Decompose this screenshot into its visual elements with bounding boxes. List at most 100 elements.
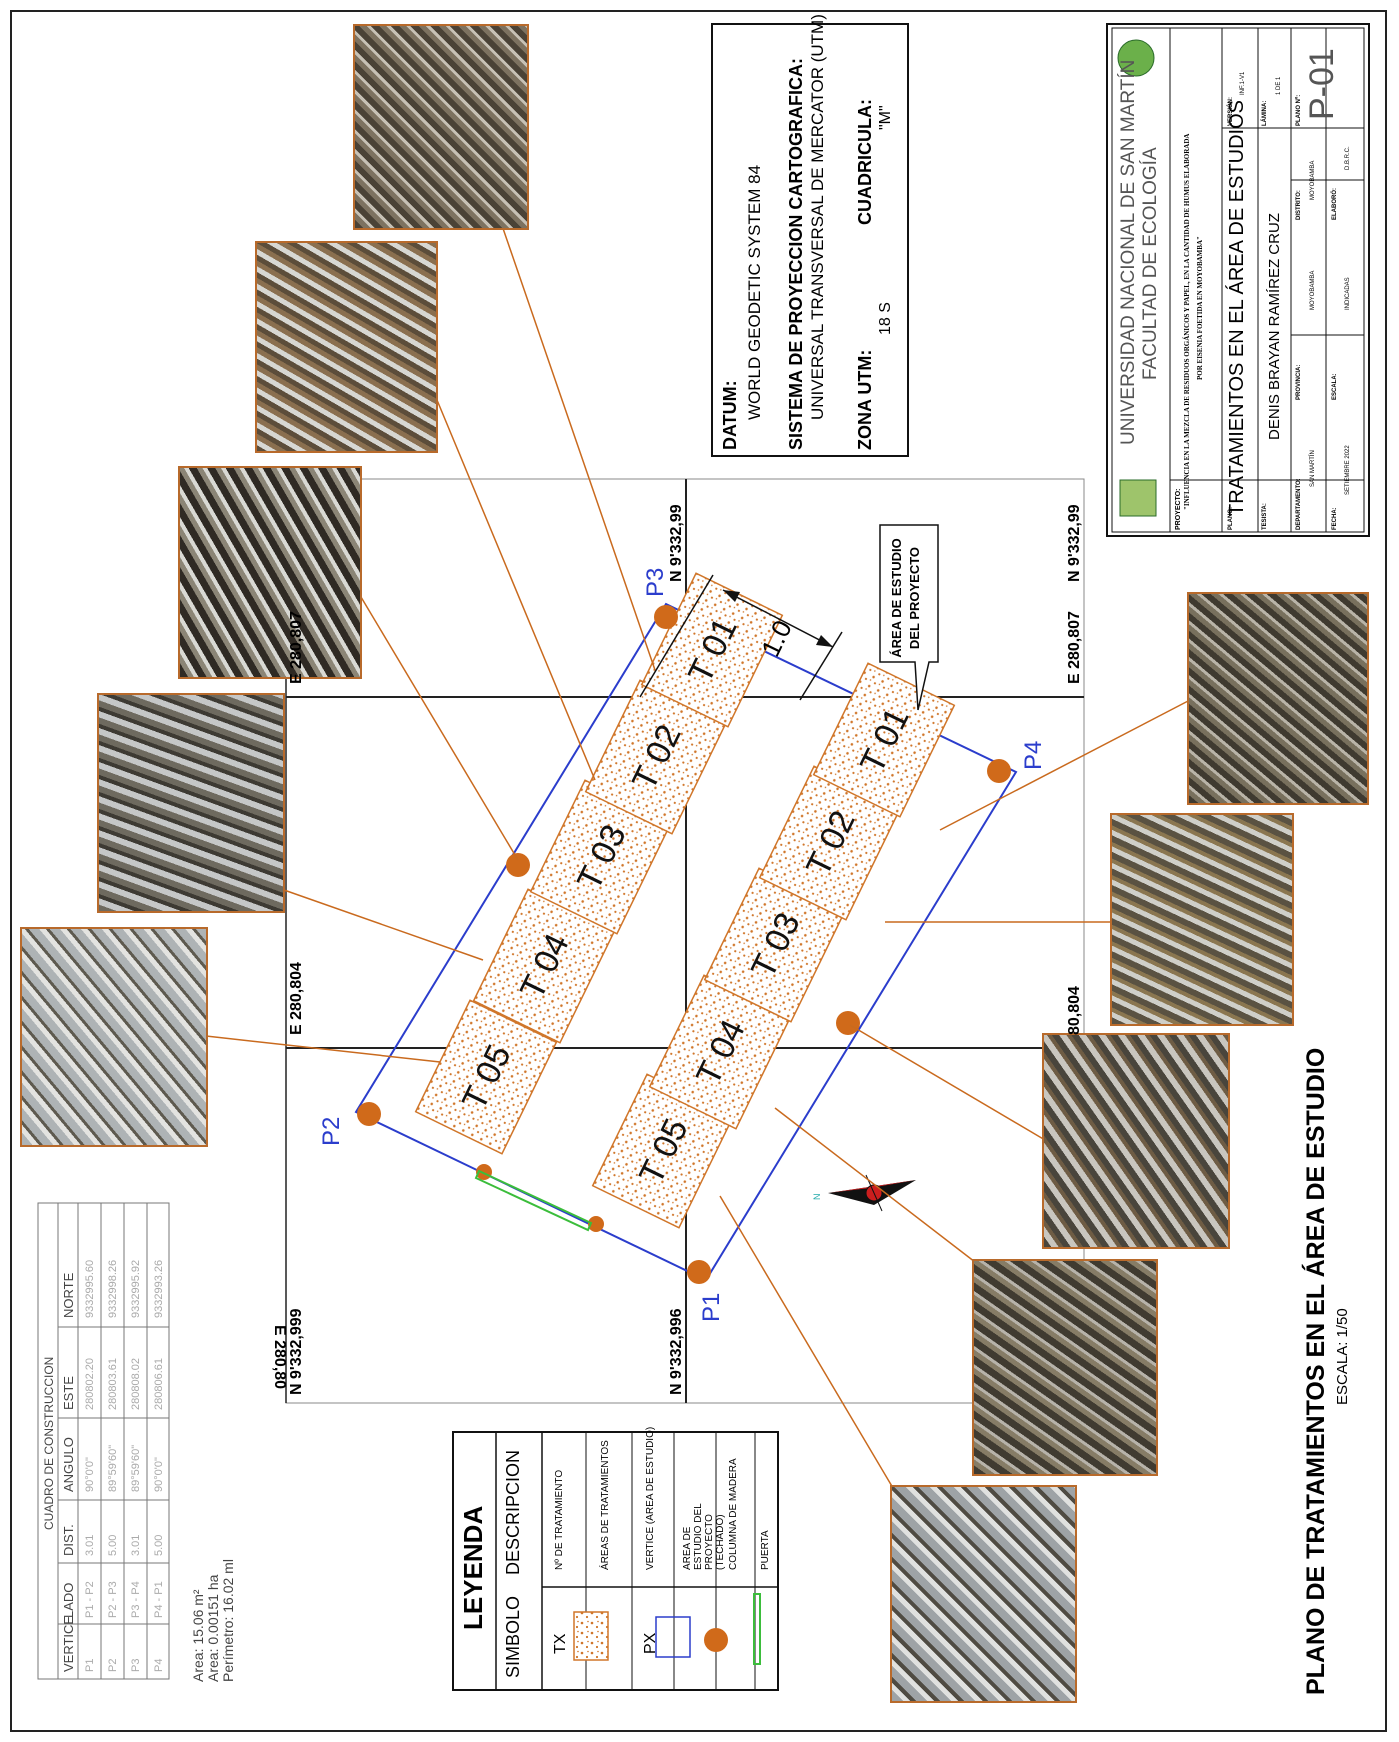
legend-desc-1: ÁREAS DE TRATAMIENTOS xyxy=(600,1440,611,1570)
photo-t05-row-a xyxy=(20,927,208,1147)
construction-table-title: CUADRO DE CONSTRUCCION xyxy=(42,1356,56,1530)
construction-table-cell: 89°59'60" xyxy=(107,1444,119,1492)
construction-table-header: LADO xyxy=(61,1582,76,1618)
project-line-1: "INFLUENCIA EN LA MEZCLA DE RESIDUOS ORG… xyxy=(1183,133,1191,510)
column-marker xyxy=(687,1260,711,1284)
treatment-row-a: T 05T 04T 03T 02T 01 xyxy=(414,572,784,1155)
construction-table-cell: 280803.61 xyxy=(107,1358,119,1410)
title-block xyxy=(1106,23,1370,537)
construction-table-cell: 90°0'0" xyxy=(153,1457,165,1492)
legend-symbol-tx: TX xyxy=(552,1633,569,1654)
construction-table-cell: P4 xyxy=(153,1658,165,1672)
column-marker xyxy=(836,1011,860,1035)
grid-value: "M" xyxy=(877,105,894,130)
grid-label-n-bottom-left: N 9'332,996 xyxy=(668,1308,685,1395)
photo-t03-row-a xyxy=(178,466,362,679)
construction-table-cell: 9332995.60 xyxy=(84,1259,96,1318)
column-marker xyxy=(987,759,1011,783)
thesis-label: TESISTA: xyxy=(1262,503,1268,530)
scale-value: INDICADAS xyxy=(1345,277,1351,310)
photo-t03-row-b xyxy=(1042,1033,1230,1249)
photo-t05-row-b xyxy=(890,1485,1077,1703)
construction-table-header: ESTE xyxy=(61,1376,76,1410)
construction-table-cell: 280806.61 xyxy=(153,1358,165,1410)
treatment-plot: T 05 xyxy=(591,1073,735,1229)
department-label: DEPARTAMENTO: xyxy=(1296,478,1302,530)
utm-zone-value: 18 S xyxy=(877,302,894,335)
photo-t01-row-b xyxy=(1187,592,1369,805)
construction-table-cell: P1 xyxy=(84,1658,96,1672)
area-ha: Area: 0.00151 ha xyxy=(205,1574,221,1682)
construction-table-cell: 89°59'60" xyxy=(130,1444,142,1492)
legend-swatch-treatment xyxy=(573,1611,609,1661)
sheet-frame xyxy=(10,10,1387,1732)
grid-label-e-left: E 280,80 xyxy=(271,1325,288,1390)
north-label: N xyxy=(812,1193,822,1201)
province-label: PROVINCIA: xyxy=(1296,364,1302,400)
drawn-label: ELABORÓ: xyxy=(1332,188,1338,220)
university-name: UNIVERSIDAD NACIONAL DE SAN MARTÍN xyxy=(1118,59,1139,445)
photo-t01-row-a xyxy=(353,24,529,230)
photo-t02-row-a xyxy=(255,241,438,453)
datum-box xyxy=(711,23,909,457)
construction-table-header: VERTICE xyxy=(61,1615,76,1672)
legend-table xyxy=(452,1431,779,1691)
grid-label-n-bottom-right: N 9'332,99 xyxy=(1066,504,1083,582)
utm-zone-label: ZONA UTM: xyxy=(855,349,875,450)
construction-table-cell: 5.00 xyxy=(107,1534,119,1556)
plan-title: TRATAMIENTOS EN EL ÁREA DE ESTUDIOS xyxy=(1226,99,1248,516)
callout-text: ÁREA DE ESTUDIO DEL PROYECTO xyxy=(889,538,922,658)
construction-table-cell: 9332998.26 xyxy=(107,1259,119,1318)
grid-label-e-right-left: E 280,807 xyxy=(288,611,305,684)
column-marker xyxy=(357,1102,381,1126)
construction-table-cell: P2 xyxy=(107,1658,119,1672)
grid-label: CUADRICULA: xyxy=(855,99,875,225)
plan-number: P-01 xyxy=(1303,48,1341,120)
department-value: SAN MARTÍN xyxy=(1310,450,1316,487)
legend-col-description: DESCRIPCION xyxy=(503,1449,523,1575)
photo-t04-row-b xyxy=(972,1259,1158,1476)
vertex-label-p1: P1 xyxy=(698,1292,725,1322)
main-title: PLANO DE TRATAMIENTOS EN EL ÁREA DE ESTU… xyxy=(1302,1047,1330,1695)
vertex-label-p2: P2 xyxy=(318,1116,345,1146)
column-marker xyxy=(506,853,530,877)
treatment-plot: T 02 xyxy=(584,679,728,835)
legend-symbol-px: PX xyxy=(642,1632,659,1654)
construction-table-cell: P4 - P1 xyxy=(153,1581,165,1618)
construction-table-cell: 90°0'0" xyxy=(84,1457,96,1492)
version-value: INF.1-V1 xyxy=(1240,71,1246,95)
vertex-label-p4: P4 xyxy=(1020,740,1047,770)
construction-table-header: ANGULO xyxy=(61,1437,76,1492)
legend-desc-2: VERTICE (AREA DE ESTUDIO) xyxy=(645,1426,656,1570)
date-value: SETIEMBRE 2022 xyxy=(1345,445,1351,495)
study-area-boundary xyxy=(354,602,1018,1282)
author-name: DENIS BRAYAN RAMÍREZ CRUZ xyxy=(1266,213,1283,440)
legend-desc-0: Nº DE TRATAMIENTO xyxy=(554,1469,565,1570)
legend-desc-4: COLUMNA DE MADERA xyxy=(728,1458,739,1570)
treatment-plot: T 01 xyxy=(640,572,784,728)
sheet-label: LÁMINA: xyxy=(1262,100,1268,126)
construction-table-cell: P3 xyxy=(130,1658,142,1672)
treatment-plot-area xyxy=(414,999,558,1155)
treatment-plot: T 02 xyxy=(758,765,902,921)
grid-label-n-top-left: N 9'332,999 xyxy=(288,1308,305,1395)
study-area-callout xyxy=(879,524,939,711)
column-marker xyxy=(588,1216,604,1232)
treatment-plot: T 04 xyxy=(472,888,616,1044)
construction-table-cell: 9332993.26 xyxy=(153,1259,165,1318)
faculty-name: FACULTAD DE ECOLOGÍA xyxy=(1140,147,1161,380)
treatment-plot: T 04 xyxy=(648,974,792,1130)
treatment-plot: T 05 xyxy=(414,999,558,1155)
drawn-value: D.B.R.C. xyxy=(1345,146,1351,170)
plan-no-label: PLANO Nº: xyxy=(1296,94,1302,126)
grid-label-e-right-right: E 280,807 xyxy=(1066,611,1083,684)
vertex-label-p3: P3 xyxy=(642,567,669,597)
project-label: PROYECTO: xyxy=(1175,488,1182,531)
treatment-plot: T 03 xyxy=(703,867,847,1023)
photo-t04-row-a xyxy=(97,693,285,913)
door xyxy=(474,1169,593,1232)
grid-label-n-top-right: N 9'332,99 xyxy=(668,504,685,582)
photo-t02-row-b xyxy=(1110,813,1294,1026)
legend-desc-5: PUERTA xyxy=(760,1530,771,1570)
